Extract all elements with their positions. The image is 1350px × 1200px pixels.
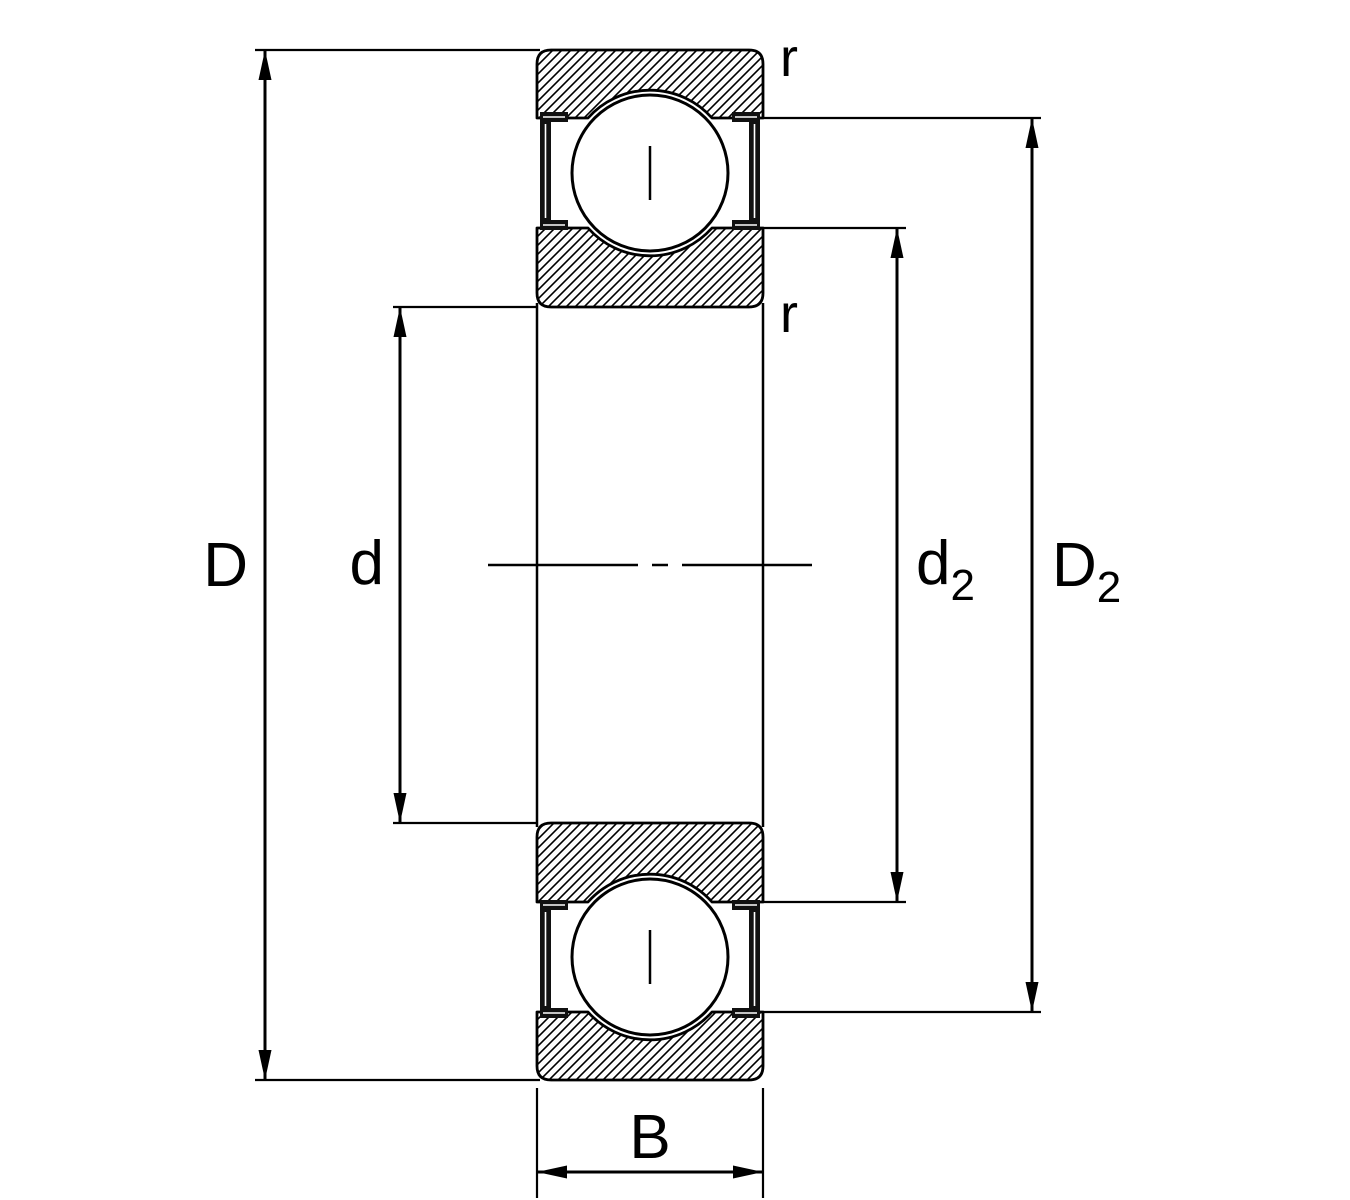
dimension-inner-shoulder-diameter: d2 — [763, 226, 975, 904]
dim-label-D2: D2 — [1052, 531, 1121, 612]
arrowhead-down — [393, 793, 407, 823]
shield-bottom-left — [540, 900, 568, 1018]
dim-label-d2: d2 — [916, 529, 975, 610]
dim-label-B: B — [629, 1103, 670, 1172]
arrowhead-up — [1025, 118, 1039, 148]
dim-label-r-inner: r — [780, 284, 798, 344]
dim-label-d: d — [350, 529, 384, 598]
bearing-section — [488, 48, 812, 1082]
shield-bottom-right-detail — [735, 904, 757, 1014]
arrowhead-up — [393, 307, 407, 337]
dimension-width: B — [535, 1088, 765, 1198]
arrowhead-down — [1025, 982, 1039, 1012]
dimension-outer-diameter: D — [203, 48, 540, 1082]
shield-top-right — [732, 112, 760, 230]
arrowhead-down — [890, 872, 904, 902]
outer-ring-top-section — [535, 48, 765, 120]
arrowhead-up — [890, 228, 904, 258]
shield-top-left — [540, 112, 568, 230]
dim-label-D: D — [203, 531, 248, 600]
arrowhead-down — [258, 1050, 272, 1080]
arrowhead-up — [258, 50, 272, 80]
dimension-bore-diameter: d — [350, 305, 537, 825]
shield-bottom-left-detail — [543, 904, 565, 1014]
shield-top-left-detail — [543, 116, 565, 226]
dim-label-r-outer: r — [780, 28, 798, 88]
arrowhead-left — [537, 1165, 567, 1179]
shield-bottom-right — [732, 900, 760, 1018]
inner-ring-bottom-section — [535, 821, 765, 904]
arrowhead-right — [733, 1165, 763, 1179]
dimension-outer-shoulder-diameter: D2 — [763, 116, 1121, 1014]
shield-top-right-detail — [735, 116, 757, 226]
